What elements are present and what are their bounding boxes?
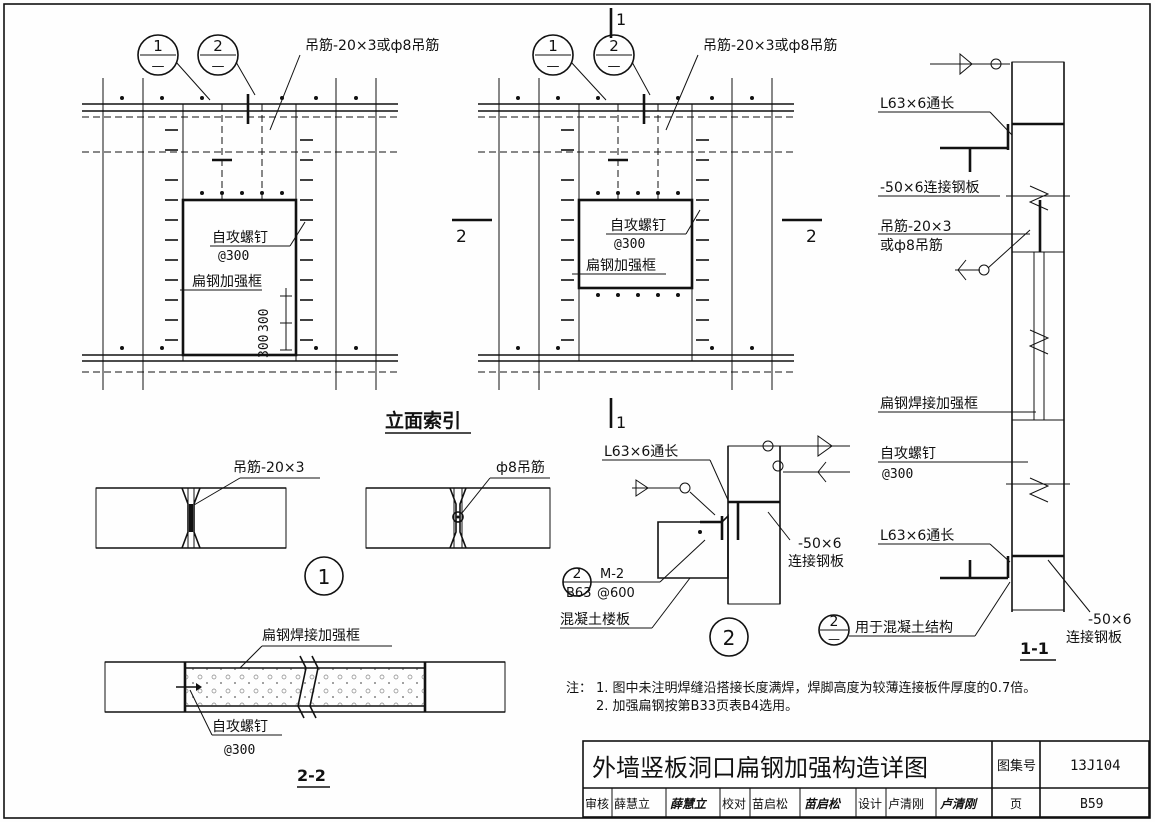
svg-text:图集号: 图集号: [997, 758, 1036, 774]
atlas-number: 13J104: [1070, 758, 1121, 774]
elevation-view-b: [478, 78, 794, 390]
svg-text:-50×6: -50×6: [798, 536, 842, 552]
svg-text:卢清刚: 卢清刚: [888, 796, 924, 811]
label-screw-b: 自攻螺钉: [610, 218, 666, 234]
detail-1-title: 1: [304, 556, 344, 596]
svg-text:苗启松: 苗启松: [804, 797, 842, 811]
svg-text:—: —: [212, 59, 225, 74]
svg-text:-50×6: -50×6: [1088, 612, 1132, 628]
svg-text:2: 2: [456, 227, 467, 247]
svg-text:页: 页: [1010, 797, 1022, 811]
svg-text:300: 300: [257, 309, 272, 332]
svg-text:1: 1: [318, 565, 331, 589]
svg-text:2: 2: [213, 37, 223, 55]
svg-text:吊筋-20×3: 吊筋-20×3: [233, 459, 305, 476]
svg-text:自攻螺钉: 自攻螺钉: [212, 719, 268, 735]
svg-text:连接钢板: 连接钢板: [788, 553, 844, 570]
title-detail-2: 2: [723, 626, 736, 650]
detail-2-slab-junction: L63×6通长 -50×6 连接钢板 2 M-2 B63 @600 混凝土楼板 …: [560, 435, 850, 657]
svg-text:2: 2: [573, 566, 582, 582]
svg-text:扁钢焊接加强框: 扁钢焊接加强框: [880, 395, 978, 412]
callout-1-b: 1 —: [532, 34, 607, 101]
label-screw-spacing-a: @300: [218, 249, 249, 264]
label-screw-a: 自攻螺钉: [212, 230, 268, 246]
label-screw-spacing-b: @300: [614, 237, 645, 252]
svg-text:或ф8吊筋: 或ф8吊筋: [880, 237, 943, 254]
notes-block: 注： 1. 图中未注明焊缝沿搭接长度满焊，焊脚高度为较薄连接板件厚度的0.7倍。…: [566, 680, 1036, 714]
svg-text:薛慧立: 薛慧立: [670, 797, 708, 811]
sheet-border: [3, 3, 1151, 819]
svg-text:审核: 审核: [585, 796, 609, 811]
svg-text:ф8吊筋: ф8吊筋: [496, 459, 545, 476]
callout-1-a: 1 —: [137, 34, 211, 101]
svg-text:@300: @300: [224, 743, 255, 758]
svg-text:设计: 设计: [858, 797, 882, 811]
svg-text:B63: B63: [566, 586, 591, 601]
svg-text:1: 1: [548, 37, 558, 55]
label-hanger-a: 吊筋-20×3或ф8吊筋: [305, 37, 439, 54]
svg-text:L63×6通长: L63×6通长: [604, 444, 678, 460]
svg-text:自攻螺钉: 自攻螺钉: [880, 446, 936, 462]
callout-2-a: 2 —: [197, 34, 256, 96]
svg-text:薛慧立: 薛慧立: [614, 796, 650, 811]
drawing-title: 外墙竖板洞口扁钢加强构造详图: [592, 754, 928, 782]
svg-text:混凝土楼板: 混凝土楼板: [560, 612, 630, 628]
svg-text:—: —: [828, 632, 840, 646]
elevation-view-a: [82, 78, 398, 390]
svg-text:—: —: [152, 59, 165, 74]
svg-text:扁钢焊接加强框: 扁钢焊接加强框: [262, 627, 360, 644]
svg-text:2: 2: [806, 227, 817, 247]
detail-1-round-hanger: ф8吊筋: [365, 459, 551, 549]
svg-text:-50×6连接钢板: -50×6连接钢板: [880, 179, 980, 196]
svg-text:—: —: [547, 59, 560, 74]
svg-text:300: 300: [257, 335, 272, 358]
svg-text:L63×6通长: L63×6通长: [880, 96, 954, 112]
svg-text:连接钢板: 连接钢板: [1066, 629, 1122, 646]
svg-text:2: 2: [609, 37, 619, 55]
svg-text:苗启松: 苗启松: [752, 797, 788, 811]
svg-text:L63×6通长: L63×6通长: [880, 528, 954, 544]
callout-2-b: 2 —: [593, 34, 651, 96]
detail-1-flat-hanger: 吊筋-20×3: [95, 459, 320, 549]
section-2-2-view: 扁钢焊接加强框 自攻螺钉 @300 2-2: [104, 627, 506, 788]
svg-text:1: 1: [616, 413, 626, 432]
svg-text:—: —: [608, 59, 621, 74]
svg-text:@600: @600: [597, 586, 635, 601]
svg-text:用于混凝土结构: 用于混凝土结构: [855, 620, 953, 636]
svg-text:M-2: M-2: [600, 567, 624, 582]
svg-text:吊筋-20×3: 吊筋-20×3: [880, 218, 952, 235]
svg-text:2. 加强扁钢按第B33页表B4选用。: 2. 加强扁钢按第B33页表B4选用。: [596, 699, 798, 714]
label-frame-b: 扁钢加强框: [586, 258, 656, 274]
title-block: 外墙竖板洞口扁钢加强构造详图 图集号 13J104 审核 薛慧立 薛慧立 校对 …: [582, 740, 1150, 818]
svg-text:1. 图中未注明焊缝沿搭接长度满焊，焊脚高度为较薄连接板件厚: 1. 图中未注明焊缝沿搭接长度满焊，焊脚高度为较薄连接板件厚度的0.7倍。: [596, 680, 1036, 696]
svg-text:2: 2: [830, 614, 839, 630]
title-elevation-index: 立面索引: [385, 409, 461, 432]
svg-text:注：: 注：: [566, 681, 592, 696]
label-hanger-b: 吊筋-20×3或ф8吊筋: [703, 37, 837, 54]
svg-text:1: 1: [153, 37, 163, 55]
svg-text:1: 1: [616, 10, 626, 29]
svg-text:卢清刚: 卢清刚: [939, 797, 978, 811]
section-1-1-view: L63×6通长 -50×6连接钢板 吊筋-20×3 或ф8吊筋 扁钢焊接加强框 …: [818, 52, 1132, 661]
label-frame-a: 扁钢加强框: [192, 274, 262, 290]
title-section-1-1: 1-1: [1020, 639, 1049, 658]
page-number: B59: [1080, 797, 1103, 812]
svg-text:校对: 校对: [722, 796, 746, 811]
svg-text:@300: @300: [882, 467, 913, 482]
title-section-2-2: 2-2: [297, 766, 326, 785]
